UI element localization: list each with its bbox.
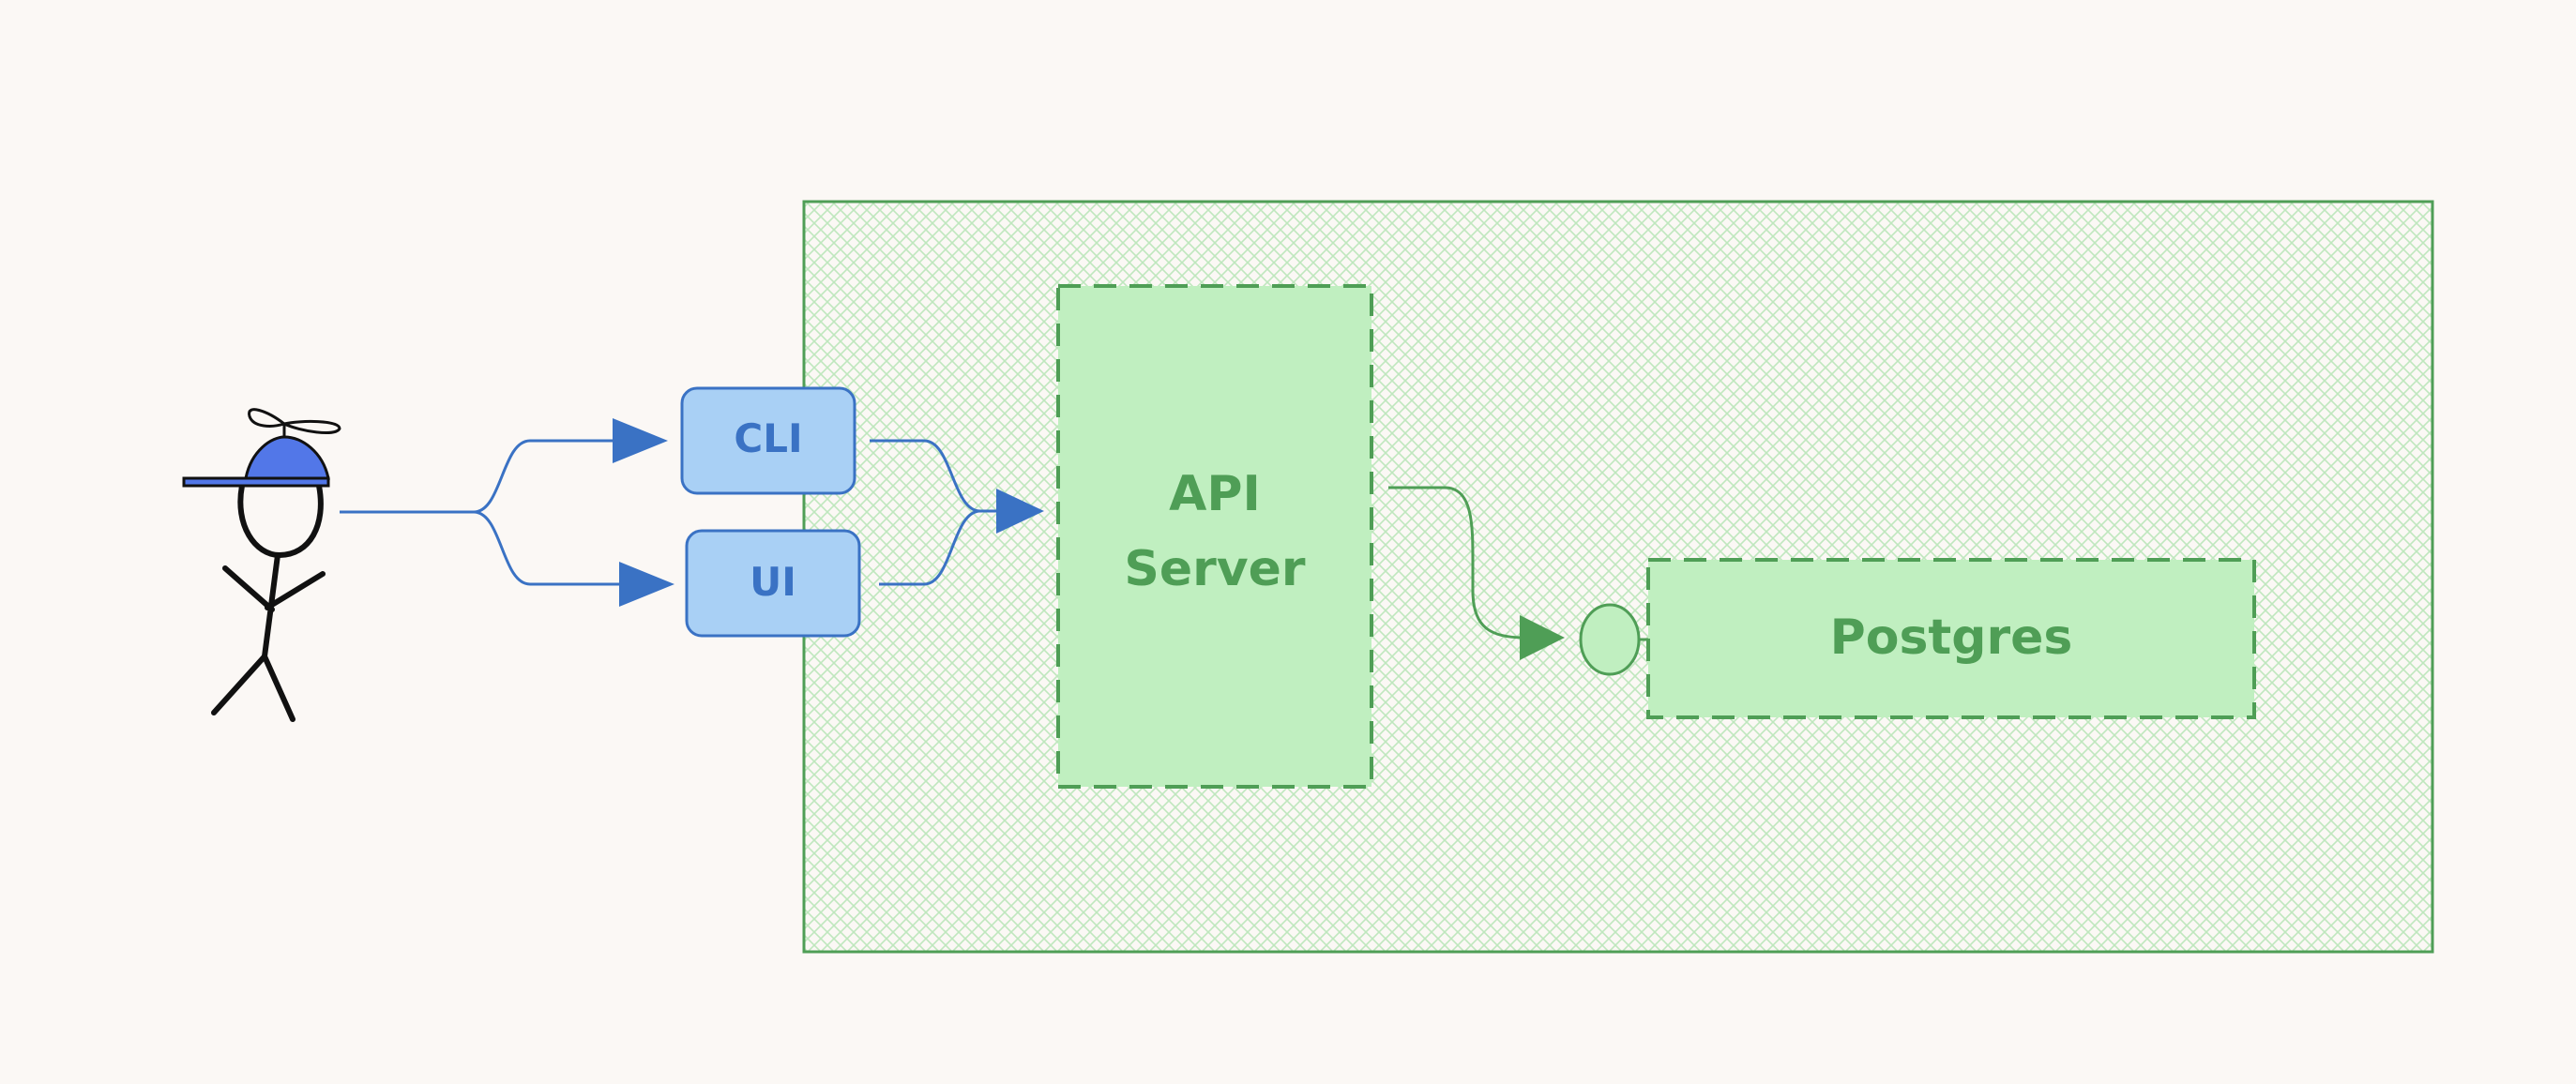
arrowhead-cli bbox=[613, 418, 668, 463]
edge-user-to-ui bbox=[473, 510, 629, 586]
ui-node: UI bbox=[685, 529, 861, 638]
arrowhead-api bbox=[996, 489, 1044, 534]
edge-api-to-postgres bbox=[1388, 486, 1525, 640]
interface-port-icon bbox=[1579, 603, 1641, 676]
arrowhead-postgres bbox=[1520, 615, 1565, 660]
cap-icon bbox=[244, 435, 330, 480]
edge-clients-to-api bbox=[870, 439, 1008, 586]
api-server-node: API Server bbox=[1056, 284, 1373, 789]
cli-node: CLI bbox=[680, 386, 856, 495]
postgres-node: Postgres bbox=[1646, 558, 2256, 719]
edge-user-to-cli bbox=[340, 439, 624, 514]
ui-label: UI bbox=[750, 559, 796, 605]
api-server-label-line2: Server bbox=[1124, 541, 1306, 597]
edge-cli-to-api bbox=[870, 439, 1008, 513]
postgres-label: Postgres bbox=[1830, 610, 2073, 666]
edge-user-to-clients bbox=[340, 439, 629, 586]
api-server-label-line1: API bbox=[1169, 466, 1261, 522]
user-figure bbox=[182, 408, 341, 722]
cap-brim-icon bbox=[182, 476, 330, 488]
cli-label: CLI bbox=[734, 415, 802, 461]
arrowhead-ui bbox=[619, 562, 674, 607]
propeller-icon bbox=[248, 408, 341, 434]
edge-ui-to-api bbox=[879, 509, 981, 586]
